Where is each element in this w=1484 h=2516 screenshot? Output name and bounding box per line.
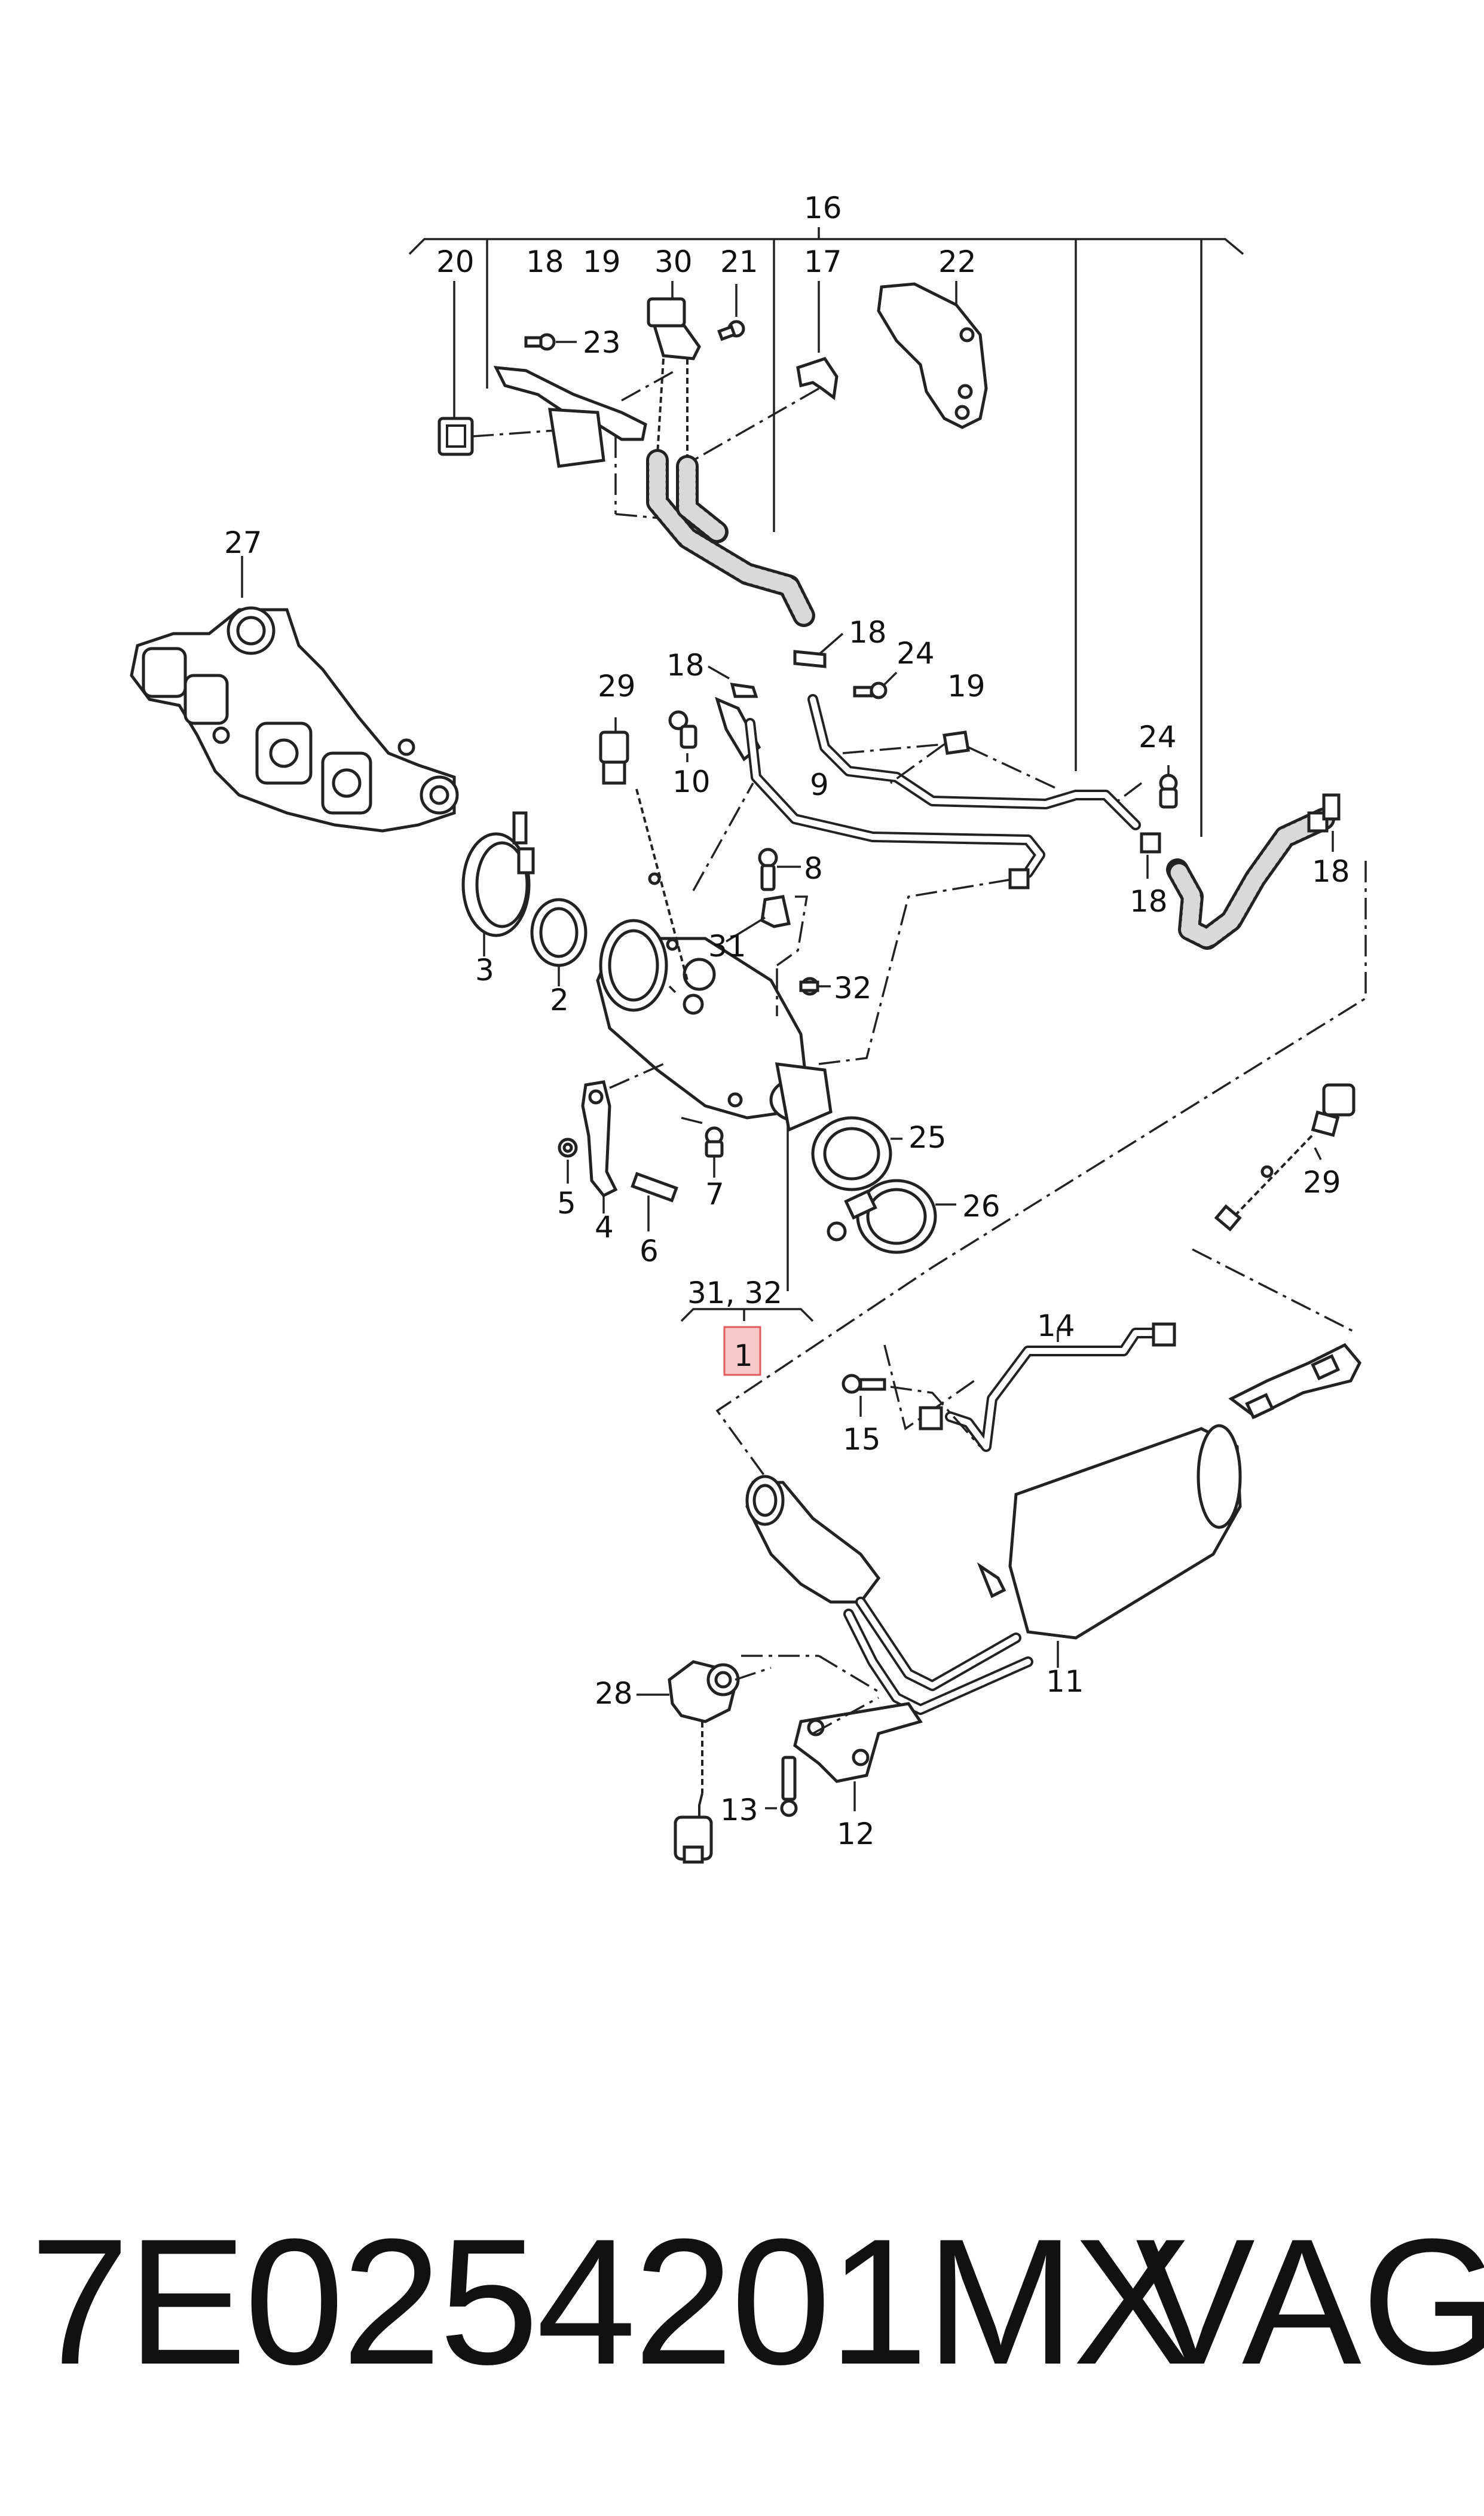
particulate-filter-11 <box>745 1343 1361 1715</box>
callout-29-bottom: 29 <box>1303 1165 1341 1200</box>
bracket-12 <box>741 1655 923 1811</box>
callout-19-mid: 19 <box>947 669 986 704</box>
callout-labels: 16 20 18 19 30 21 17 22 23 27 18 18 24 1… <box>224 191 1350 1851</box>
callout-17: 17 <box>804 244 842 279</box>
callout-18-mid: 18 <box>849 615 887 650</box>
callout-18-right2: 18 <box>1312 854 1350 889</box>
highlight-part-1 <box>723 1326 761 1376</box>
callout-9: 9 <box>810 768 829 802</box>
screw-8 <box>758 848 801 891</box>
lambda-sensor-29-lower <box>1214 1083 1356 1232</box>
screw-15 <box>842 1374 981 1448</box>
callout-14: 14 <box>1037 1309 1075 1343</box>
sensor-30 <box>647 281 701 460</box>
stud-6 <box>631 1172 678 1231</box>
bracket-4 <box>581 1063 664 1213</box>
bracket-18-19-top <box>493 366 682 521</box>
callout-30: 30 <box>654 244 693 279</box>
callout-18-right1: 18 <box>1130 884 1168 919</box>
callout-2: 2 <box>550 983 569 1017</box>
dash-connections <box>715 861 1367 1478</box>
callout-7: 7 <box>705 1177 724 1212</box>
callout-11: 11 <box>1046 1664 1084 1699</box>
callout-19-top: 19 <box>583 244 621 279</box>
callout-10: 10 <box>672 765 711 799</box>
callout-13: 13 <box>720 1793 758 1827</box>
clamp-3 <box>461 811 535 956</box>
hose-16-upper <box>646 449 815 627</box>
pipe-14 <box>919 1322 1176 1452</box>
callout-27: 27 <box>224 525 262 560</box>
connector-20 <box>437 281 556 456</box>
callout-4: 4 <box>595 1210 614 1245</box>
callout-24-right: 24 <box>1139 720 1177 754</box>
turbocharger-27 <box>130 556 459 833</box>
bolt-24-right <box>1116 765 1178 809</box>
callout-31-32: 31, 32 <box>687 1276 782 1310</box>
catalytic-converter-1 <box>596 919 833 1132</box>
pressure-sensor-28 <box>637 1660 772 1864</box>
clamp-26 <box>827 1179 956 1254</box>
bolt-13 <box>765 1756 798 1817</box>
callout-20: 20 <box>436 244 475 279</box>
callout-16: 16 <box>804 191 842 225</box>
clip-31 <box>726 895 809 967</box>
group-16-bracket <box>408 227 1244 837</box>
lambda-sensor-29-upper <box>599 717 754 981</box>
callout-18-left: 18 <box>666 648 705 683</box>
part-number: 7E0254201MX <box>30 2201 1192 2402</box>
callout-31: 31 <box>708 929 746 964</box>
dash-cat-to-pipe <box>668 878 1017 1065</box>
callout-15: 15 <box>843 1422 881 1457</box>
pipe-9 <box>745 718 1045 889</box>
callout-23: 23 <box>583 325 621 360</box>
callout-6: 6 <box>640 1234 659 1268</box>
heat-shield-22 <box>877 281 988 429</box>
nut-5 <box>558 1138 578 1184</box>
bolt-10 <box>668 710 697 762</box>
clip-18-top-right <box>793 632 1141 830</box>
callout-21: 21 <box>720 244 758 279</box>
callout-3: 3 <box>475 953 494 988</box>
callout-25: 25 <box>908 1120 947 1155</box>
bolt-21 <box>717 284 745 341</box>
callout-18-top: 18 <box>526 244 564 279</box>
callout-29-top: 29 <box>598 669 636 704</box>
callout-22: 22 <box>938 244 977 279</box>
callout-24-top: 24 <box>896 636 935 671</box>
callout-8: 8 <box>804 851 823 886</box>
bolt-23 <box>524 333 577 351</box>
brand-name: VAG <box>1136 2201 1484 2402</box>
gasket-25 <box>811 1116 902 1191</box>
callout-32: 32 <box>834 971 872 1005</box>
clip-17 <box>693 281 839 461</box>
callout-26: 26 <box>962 1189 1000 1224</box>
bolt-32 <box>776 968 831 1016</box>
callout-5: 5 <box>557 1186 576 1221</box>
bolt-24-upper <box>853 671 898 699</box>
group-31-32-bracket <box>680 1124 814 1322</box>
callout-1: 1 <box>734 1338 753 1373</box>
gasket-2 <box>530 898 588 986</box>
callout-28: 28 <box>595 1676 633 1711</box>
hose-16-lower <box>1140 793 1341 950</box>
bolt-7 <box>681 1117 724 1178</box>
callout-12: 12 <box>837 1817 875 1851</box>
